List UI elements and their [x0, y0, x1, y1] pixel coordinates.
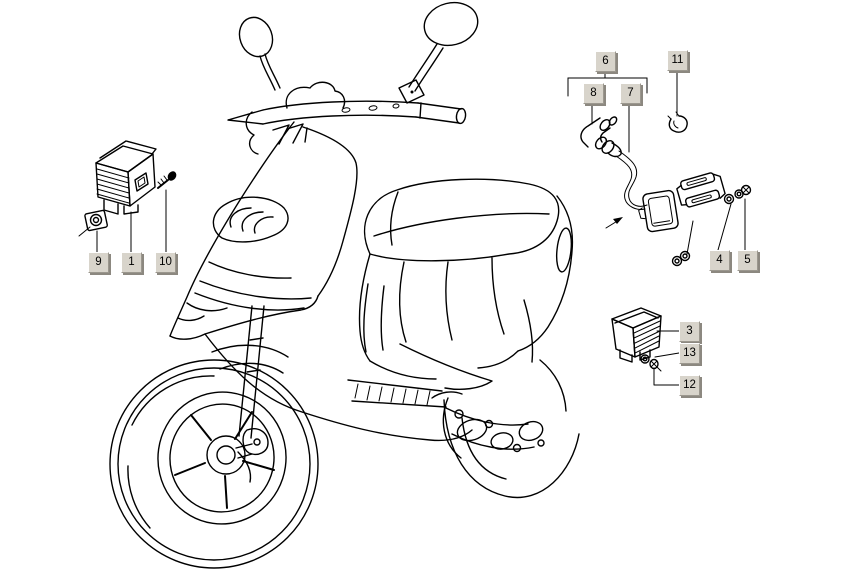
seat: [363, 178, 560, 262]
front-fairing: [169, 121, 358, 340]
front-fork: [211, 305, 289, 459]
screw-12-sketch: [649, 358, 662, 372]
callout-5[interactable]: 5: [737, 250, 758, 271]
rear-wheel: [443, 399, 580, 499]
clamp-11-sketch: [667, 111, 688, 133]
callout-12[interactable]: 12: [679, 375, 700, 396]
callout-13[interactable]: 13: [679, 343, 700, 364]
handlebar: [227, 81, 467, 155]
bracket-sketch: [676, 172, 726, 208]
cdi-unit-sketch: [638, 189, 679, 233]
callout-9[interactable]: 9: [88, 252, 109, 273]
ht-lead-sketch: [615, 150, 648, 210]
callout-11[interactable]: 11: [667, 50, 688, 71]
spark-plug-cap-sketch: [580, 116, 622, 158]
scooter-illustration: [109, 1, 580, 569]
callout-3[interactable]: 3: [679, 321, 700, 342]
callout-4[interactable]: 4: [709, 250, 730, 271]
front-wheel: [109, 359, 319, 569]
callout-8[interactable]: 8: [583, 83, 604, 104]
bracket-washers-sketch: [671, 250, 691, 267]
callout-7[interactable]: 7: [620, 83, 641, 104]
regulator-right-sketch: [611, 307, 662, 363]
arrow-to-cdi: [605, 217, 623, 229]
mirror-left: [238, 16, 281, 91]
engine: [431, 391, 545, 459]
callout-6[interactable]: 6: [595, 51, 616, 72]
headlight: [212, 196, 289, 243]
callout-10[interactable]: 10: [155, 252, 176, 273]
rear-body: [358, 195, 574, 412]
washer-13-sketch: [640, 354, 650, 364]
screw-10-sketch: [157, 171, 177, 189]
mirror-right: [398, 1, 479, 104]
clip-9-sketch: [78, 209, 108, 237]
washer-4-sketch: [723, 193, 735, 205]
regulator-left-sketch: [95, 140, 157, 215]
callout-leader-lines: [96, 70, 746, 386]
nut-5-sketch: [734, 184, 752, 199]
callout-1[interactable]: 1: [121, 252, 142, 273]
